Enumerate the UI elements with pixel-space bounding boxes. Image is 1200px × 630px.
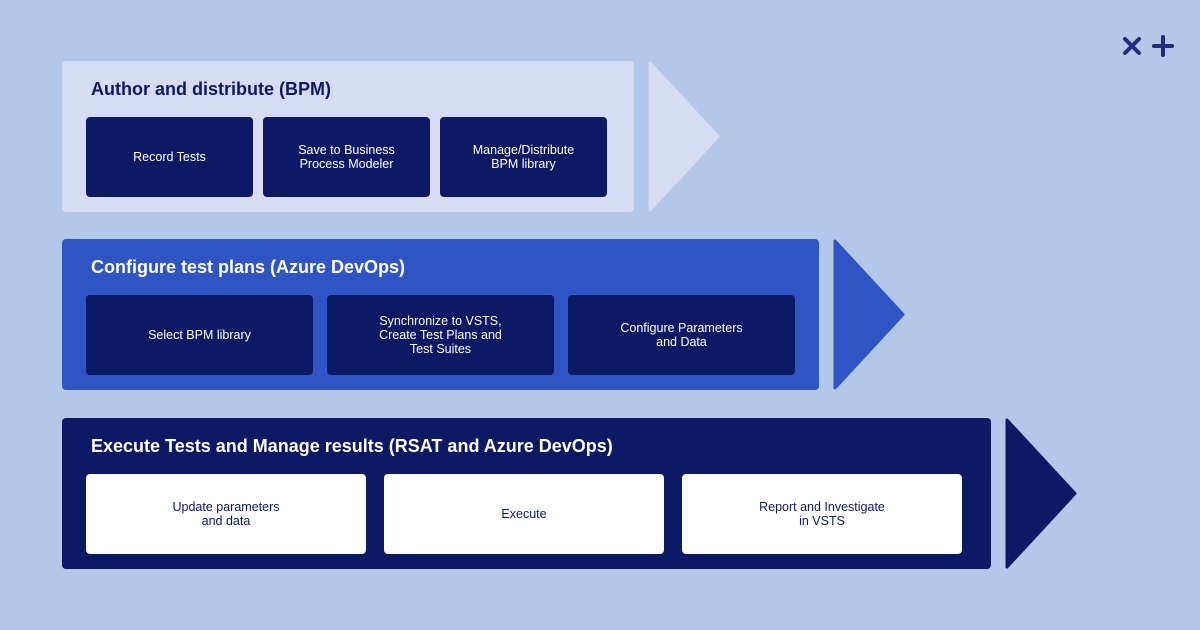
stage-title: Configure test plans (Azure DevOps) (91, 257, 406, 277)
step-execute: Execute (384, 474, 664, 554)
step-row: Select BPM library Synchronize to VSTS, … (86, 295, 809, 375)
close-plus-logo-icon (1123, 35, 1174, 57)
chevron-right-icon (833, 239, 905, 390)
step-row: Update parameters and data Execute Repor… (86, 474, 980, 554)
step-configure-parameters: Configure Parameters and Data (568, 295, 795, 375)
step-row: Record Tests Save to Business Process Mo… (86, 117, 617, 197)
step-select-bpm-library: Select BPM library (86, 295, 313, 375)
chevron-right-icon (648, 61, 720, 212)
step-save-to-bpm: Save to Business Process Modeler (263, 117, 430, 197)
step-manage-distribute-bpm: Manage/Distribute BPM library (440, 117, 607, 197)
chevron-right-icon (1005, 418, 1077, 569)
stage-configure-test-plans: Configure test plans (Azure DevOps) Sele… (62, 239, 819, 390)
step-synchronize-vsts: Synchronize to VSTS, Create Test Plans a… (327, 295, 554, 375)
stage-title: Author and distribute (BPM) (91, 79, 331, 99)
step-report-investigate: Report and Investigate in VSTS (682, 474, 962, 554)
stage-author-distribute: Author and distribute (BPM) Record Tests… (62, 61, 634, 212)
stage-title: Execute Tests and Manage results (RSAT a… (91, 436, 613, 456)
step-update-parameters: Update parameters and data (86, 474, 366, 554)
stage-execute-tests: Execute Tests and Manage results (RSAT a… (62, 418, 991, 569)
step-record-tests: Record Tests (86, 117, 253, 197)
